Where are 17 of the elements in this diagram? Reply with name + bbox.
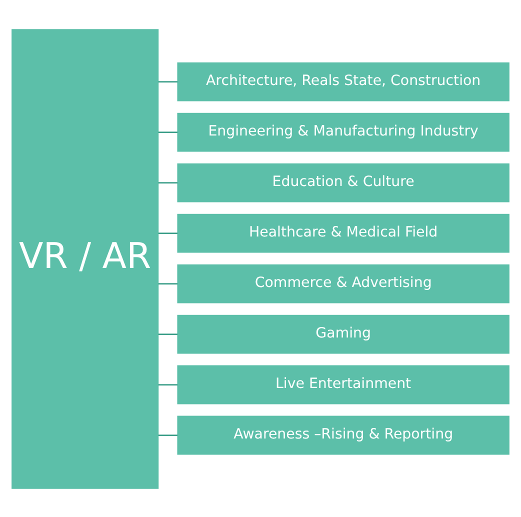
node-box: Commerce & Advertising: [177, 264, 510, 303]
node-box: Healthcare & Medical Field: [177, 213, 510, 252]
node-box: Architecture, Reals State, Construction: [177, 62, 510, 101]
node-box: Live Entertainment: [177, 364, 510, 404]
connector: [158, 80, 178, 82]
connector: [158, 333, 178, 334]
connector: [158, 232, 178, 234]
node-box: Awareness –Rising & Reporting: [177, 415, 510, 454]
node-box: Education & Culture: [177, 162, 510, 202]
connector: [158, 434, 178, 436]
connector: [158, 131, 178, 132]
node-box: VR / AR: [12, 28, 159, 488]
node-box: Engineering & Manufacturing Industry: [177, 112, 510, 152]
connector: [158, 282, 178, 284]
node-box: Gaming: [177, 314, 510, 354]
connector: [158, 384, 178, 385]
connector: [158, 182, 178, 183]
